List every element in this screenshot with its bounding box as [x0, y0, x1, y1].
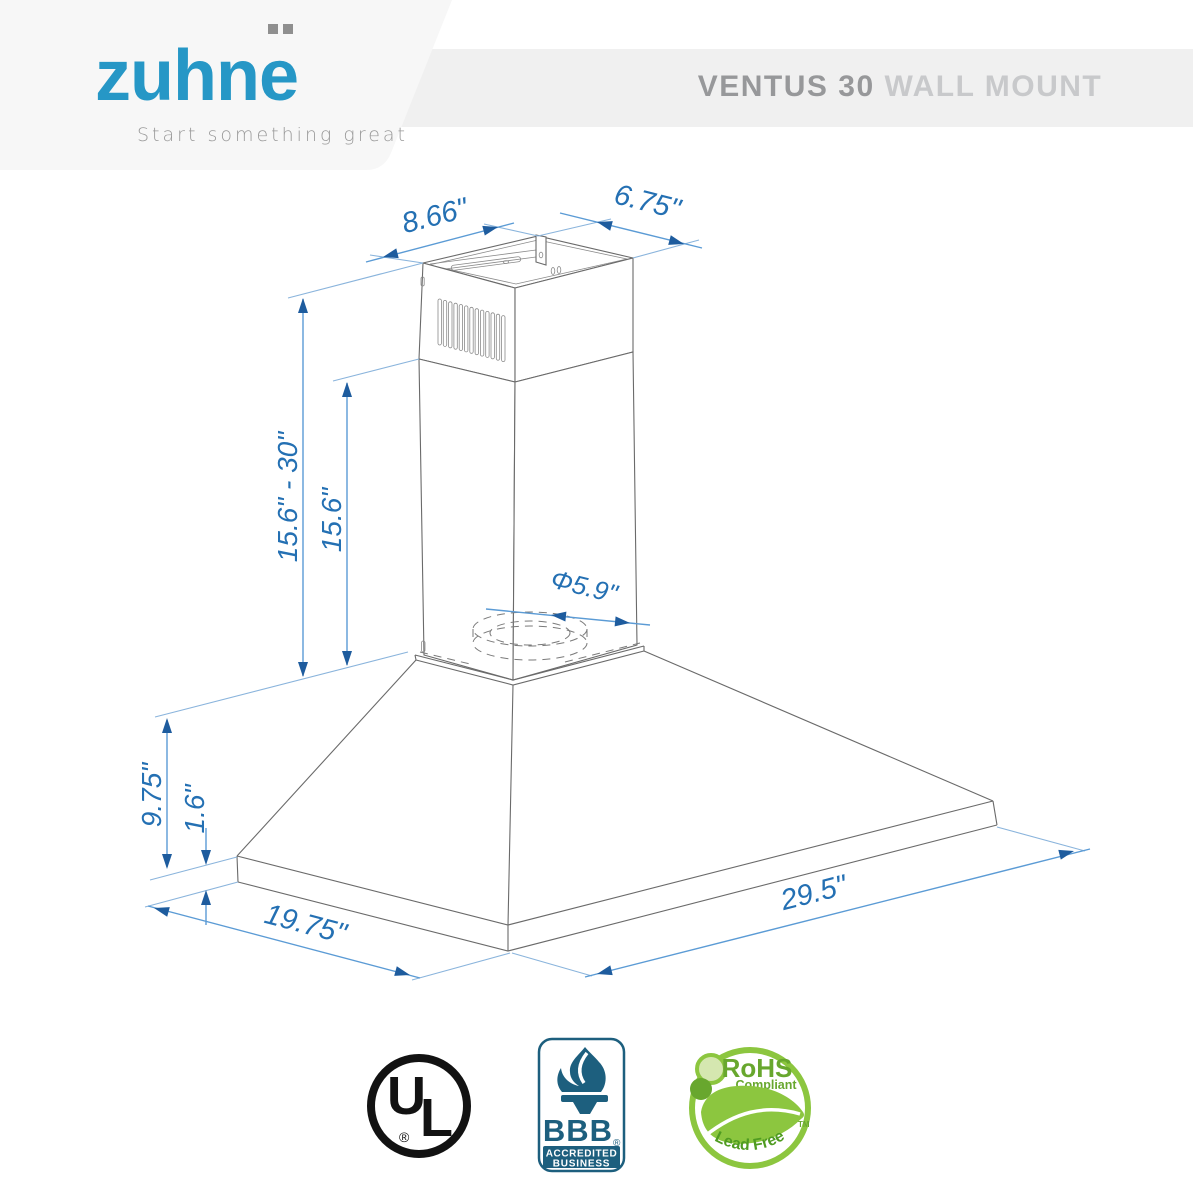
bbb-badge: BBB ® ACCREDITED BUSINESS: [537, 1037, 626, 1173]
dim-chimney-top-depth: 6.75": [611, 179, 685, 227]
dim-hood-depth: 19.75": [261, 898, 351, 951]
brand-tagline: Start something great: [137, 124, 409, 146]
dim-chimney-top-width: 8.66": [398, 192, 472, 240]
header-diagonal-panel: [0, 0, 452, 170]
ul-badge: U L ®: [367, 1054, 471, 1158]
brand-accent-letter: e: [259, 24, 299, 116]
bbb-name: BBB: [543, 1113, 613, 1148]
mounting-bracket-tab: [535, 234, 547, 266]
dim-chimney-inner-height: 15.6": [316, 487, 347, 552]
rohs-bubble-small-icon: [690, 1078, 712, 1100]
ul-letter-l: L: [420, 1088, 453, 1148]
range-hood-outline: [236, 234, 998, 952]
rohs-title: RoHS: [722, 1053, 793, 1083]
duct-collar-hidden: [419, 611, 641, 665]
rohs-bubble-large-icon: [695, 1053, 727, 1085]
ul-registered-mark: ®: [399, 1129, 410, 1145]
umlaut-dot-icon: [267, 24, 278, 34]
rohs-badge: RoHS Compliant Lead Free TM: [689, 1047, 811, 1169]
bbb-torch-icon: [557, 1047, 608, 1114]
umlaut-dot-icon: [282, 24, 293, 34]
base-rim: [236, 800, 998, 952]
chimney-lower: [418, 358, 516, 681]
dim-hood-width: 29.5": [776, 869, 851, 917]
vent-slots: [437, 298, 506, 363]
title-band: [395, 49, 1193, 127]
product-title-primary: VENTUS 30: [697, 70, 875, 103]
dim-hood-body-height: 9.75": [136, 762, 167, 827]
product-title: VENTUS 30 WALL MOUNT: [620, 70, 1180, 104]
brand-logo: zuhne: [95, 24, 299, 112]
dim-base-rim-height: 1.6": [179, 784, 210, 834]
dimension-arrows: [154, 221, 1074, 976]
product-title-secondary: WALL MOUNT: [884, 70, 1103, 103]
ul-circle-icon: [367, 1054, 471, 1158]
bbb-banner-line2: BUSINESS: [553, 1159, 611, 1170]
ul-letter-u: U: [387, 1066, 426, 1126]
rohs-trademark: TM: [798, 1120, 810, 1129]
canopy-cone: [236, 650, 994, 926]
bbb-banner-line1: ACCREDITED: [546, 1149, 618, 1160]
dim-chimney-height-range: 15.6" - 30": [272, 431, 303, 562]
extension-lines: [144, 218, 1086, 981]
brand-text: zuhn: [95, 36, 260, 116]
bbb-banner: [543, 1146, 620, 1168]
bbb-registered-mark: ®: [613, 1138, 621, 1149]
leaf-icon: [701, 1085, 805, 1144]
